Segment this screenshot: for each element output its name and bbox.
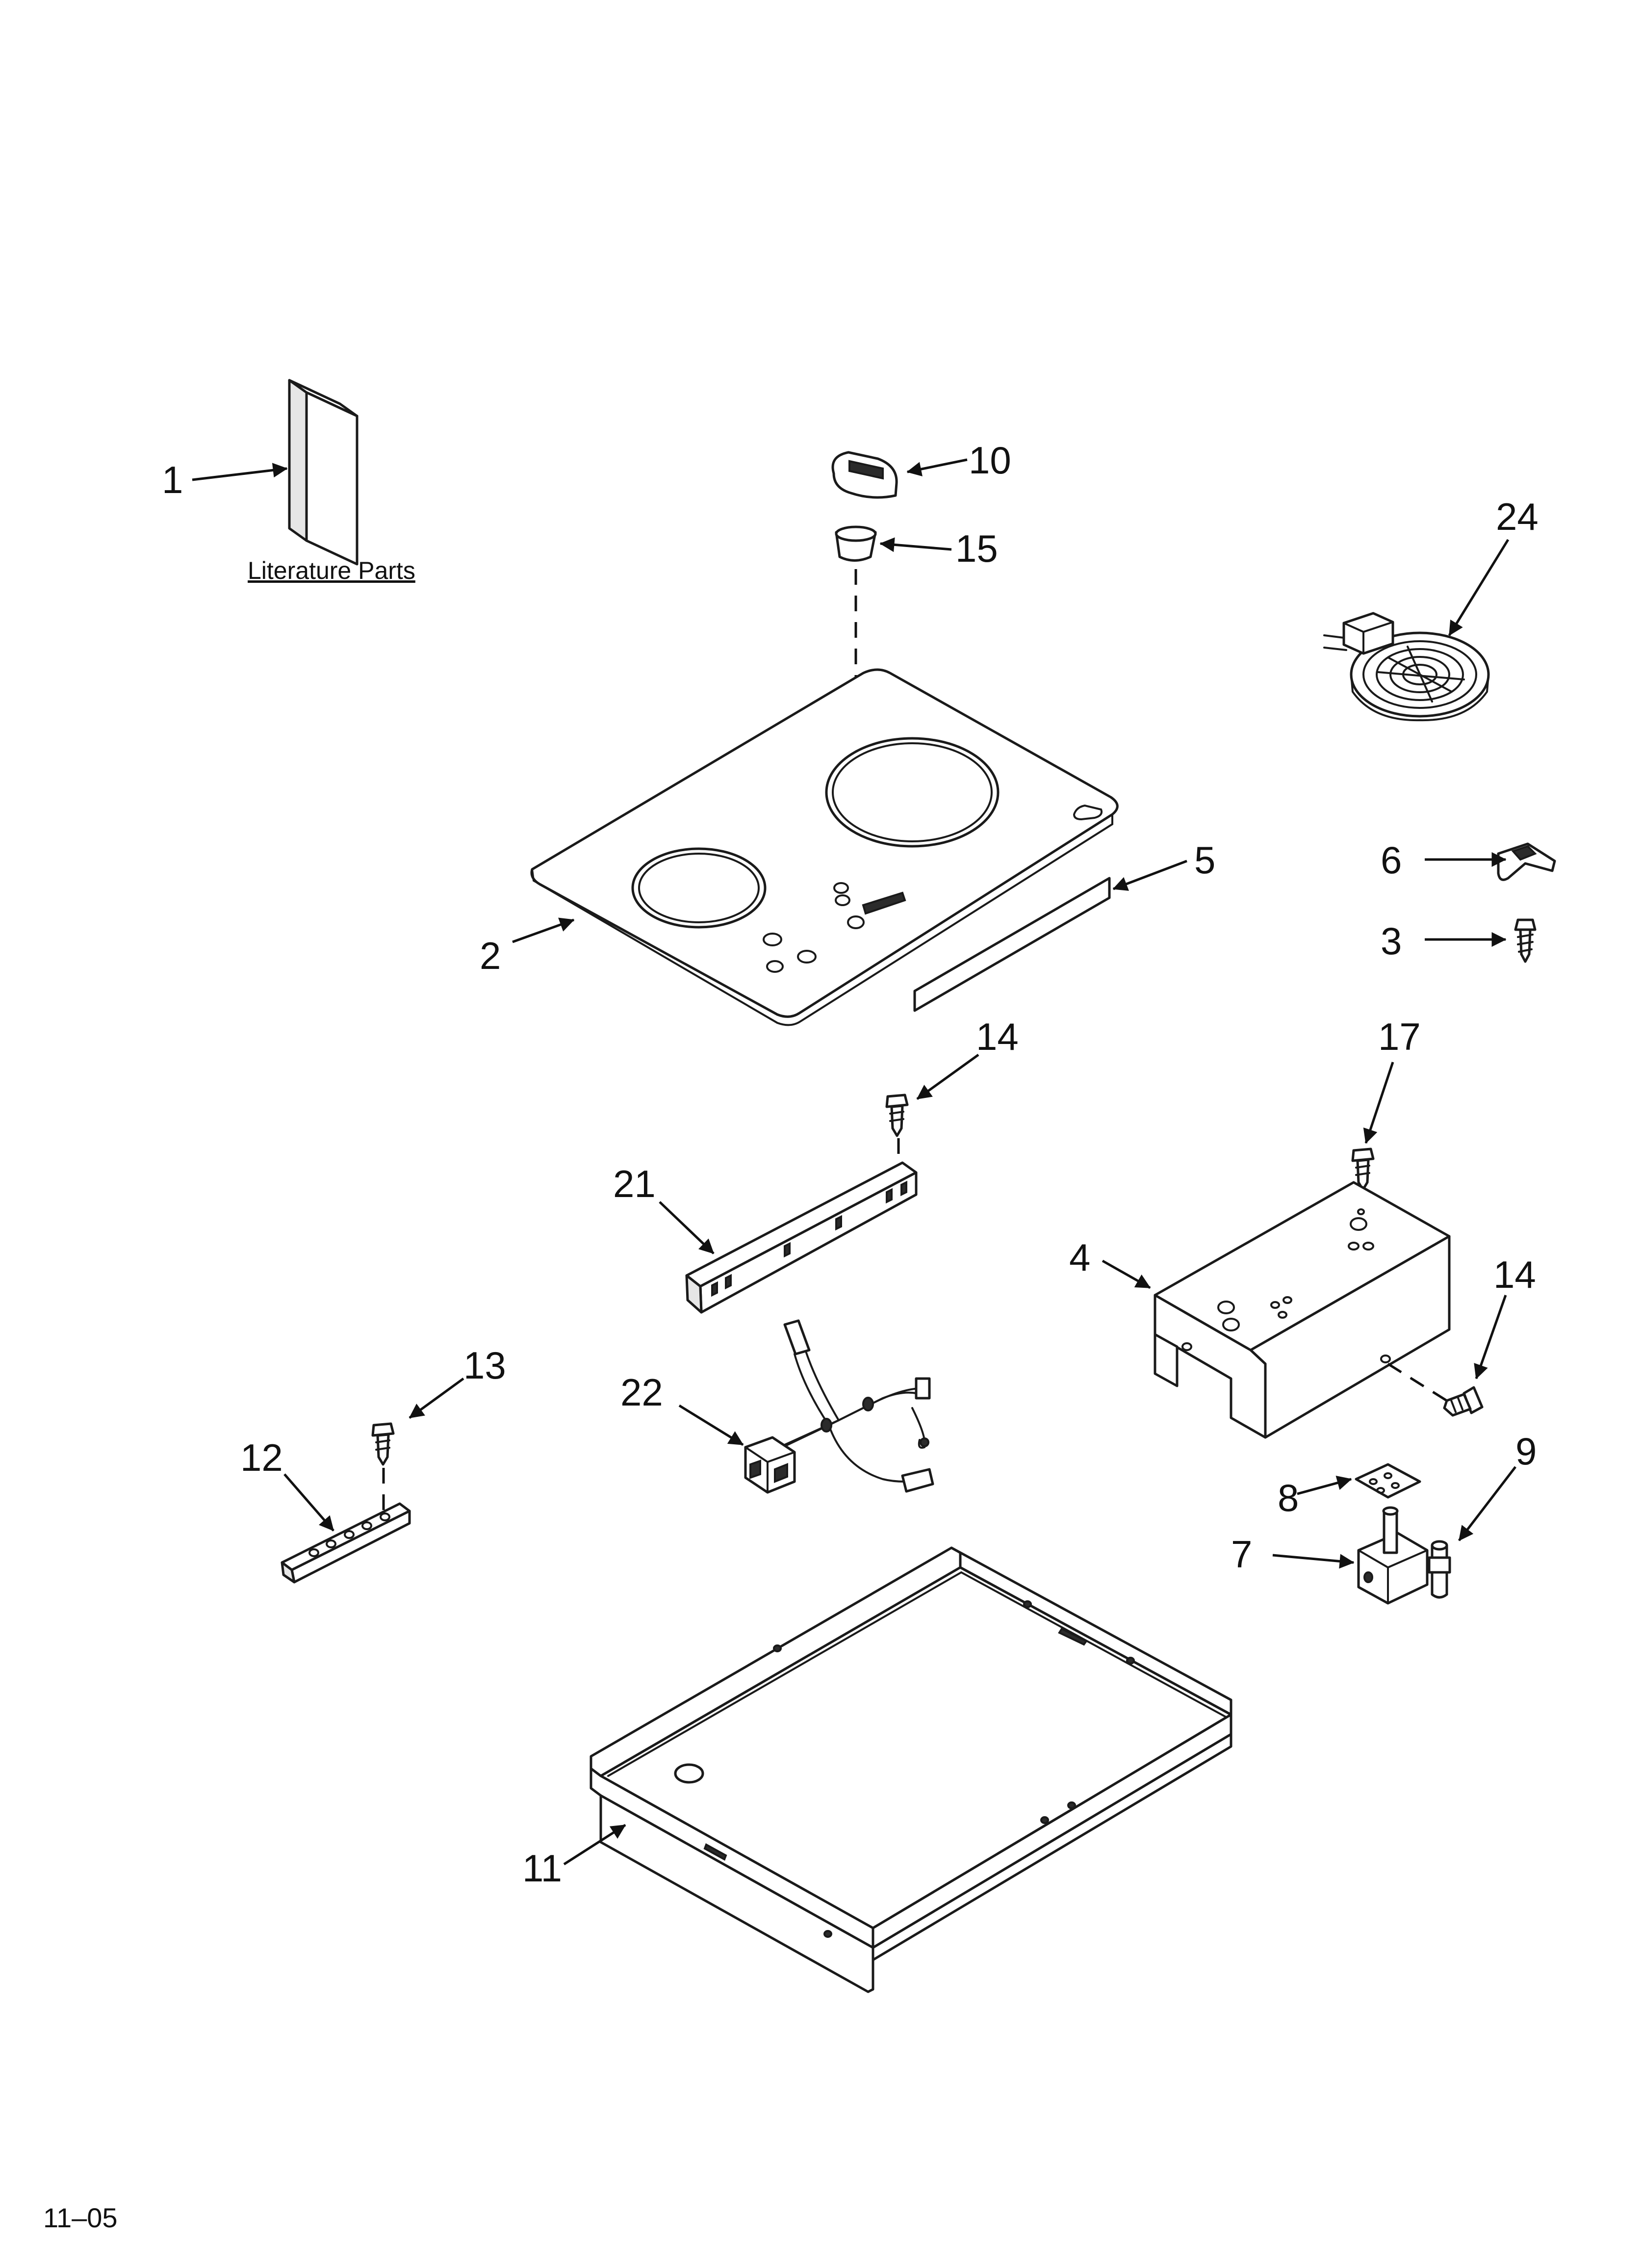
literature-book-part: [288, 379, 359, 566]
mounting-clip-part: [1497, 842, 1556, 881]
callout-1: 1: [162, 458, 183, 501]
screw-part-17: [1351, 1147, 1375, 1191]
small-bracket-part: [281, 1502, 411, 1584]
screw-part-14-upper: [885, 1094, 909, 1137]
callout-7: 7: [1231, 1533, 1252, 1576]
literature-parts-caption: Literature Parts: [248, 557, 415, 584]
callout-10: 10: [969, 439, 1011, 482]
screw-part-13: [371, 1422, 395, 1466]
bottom-pan-part: [590, 1546, 1232, 1993]
wire-harness-part: [744, 1319, 934, 1494]
leader-lines: [192, 458, 1516, 1866]
callout-5: 5: [1194, 838, 1215, 882]
indicator-pin-part: [1428, 1540, 1451, 1599]
footer-code: 11–05: [43, 2202, 118, 2233]
bracket-rail-part: [685, 1161, 918, 1314]
callout-labels: 1 10 15 24 2 5 6 3 14 17 21 4 14 13 22 1…: [162, 439, 1539, 1890]
screw-part-3: [1514, 918, 1537, 963]
terminal-plate-part: [1355, 1463, 1421, 1499]
callout-3: 3: [1381, 919, 1402, 963]
callout-8: 8: [1278, 1476, 1299, 1519]
radiant-element-part: [1323, 612, 1490, 722]
callout-13: 13: [463, 1344, 506, 1387]
cooktop-glass-part: [530, 668, 1119, 1026]
callout-14-lower: 14: [1493, 1253, 1536, 1296]
callout-21: 21: [613, 1162, 656, 1205]
control-box-part: [1154, 1181, 1451, 1439]
callout-22: 22: [620, 1371, 663, 1414]
callout-12: 12: [240, 1436, 283, 1479]
callout-24: 24: [1496, 495, 1539, 538]
screw-14-lower-dash: [1387, 1362, 1448, 1402]
callout-6: 6: [1381, 838, 1402, 882]
callout-4: 4: [1069, 1236, 1090, 1279]
callout-14-upper: 14: [976, 1015, 1019, 1058]
screw-part-14-lower: [1443, 1386, 1484, 1417]
knob-insert-part: [835, 525, 877, 562]
callout-11: 11: [522, 1847, 562, 1890]
callout-2: 2: [480, 934, 501, 977]
callout-17: 17: [1378, 1015, 1421, 1058]
switch-part: [1357, 1506, 1429, 1605]
callout-9: 9: [1515, 1430, 1537, 1473]
callout-15: 15: [955, 527, 998, 570]
trim-strip-part: [913, 877, 1111, 1012]
control-knob-part: [831, 451, 898, 499]
